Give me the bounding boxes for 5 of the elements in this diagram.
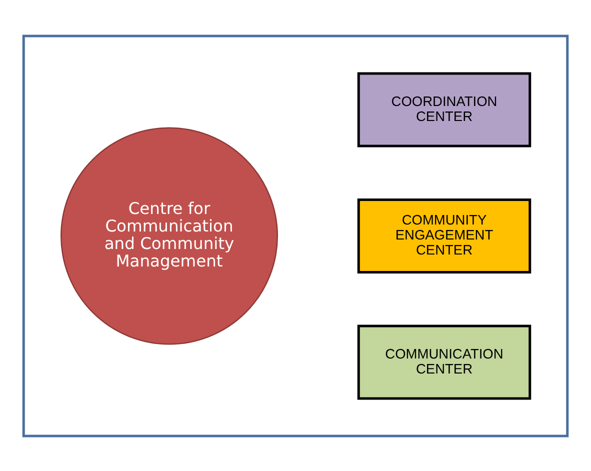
node-box: COMMUNICATION CENTER: [357, 324, 532, 400]
node-box: COORDINATION CENTER: [357, 72, 532, 147]
node-box: COMMUNITY ENGAGEMENT CENTER: [357, 198, 532, 273]
cluster: [22, 34, 569, 437]
node-circle: Centre for Communication and Community Management: [60, 126, 278, 344]
